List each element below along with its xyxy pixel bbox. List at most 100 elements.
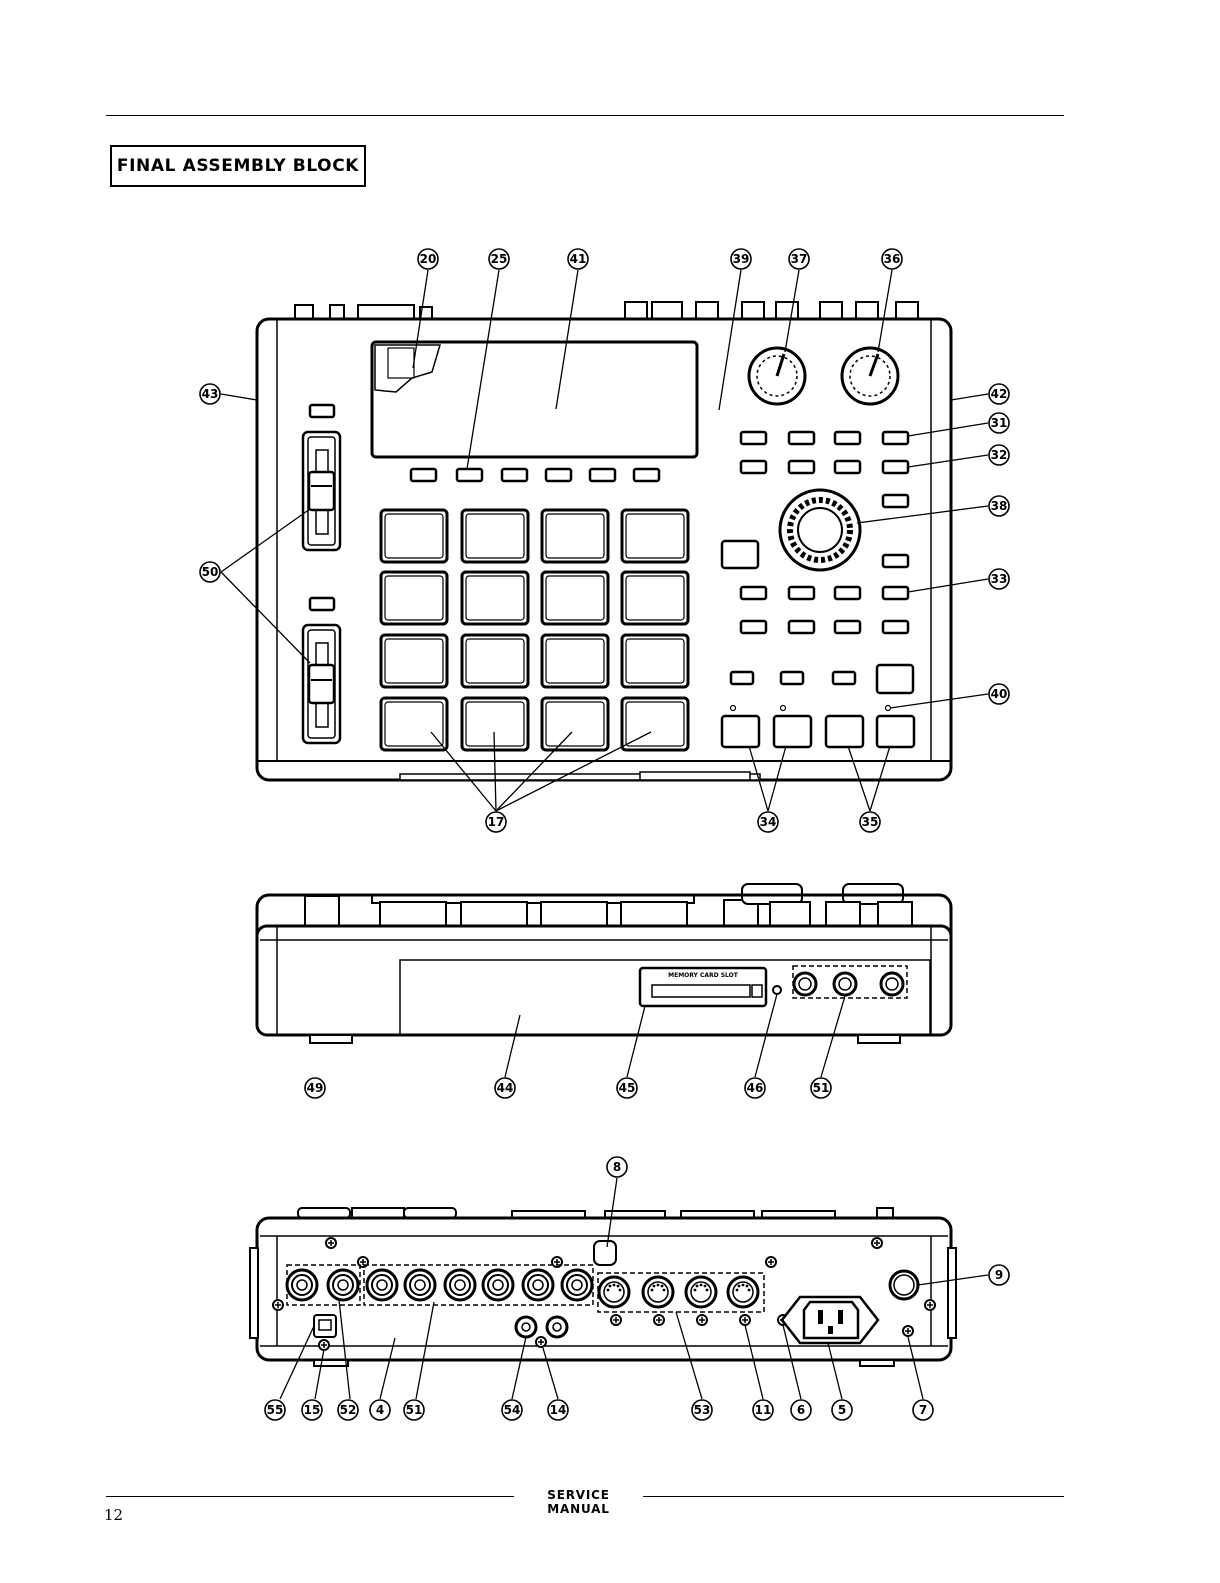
callout-number: 17 — [488, 815, 505, 829]
callout-number: 44 — [497, 1081, 514, 1095]
jack — [328, 1270, 358, 1300]
pad — [381, 510, 447, 562]
callout: 41 — [568, 249, 588, 269]
callout-number: 37 — [791, 252, 808, 266]
callout-number: 4 — [376, 1403, 384, 1417]
callout-number: 40 — [991, 687, 1008, 701]
small-button — [741, 587, 766, 599]
small-button — [835, 461, 860, 473]
callout: 32 — [989, 445, 1009, 465]
callout: 40 — [989, 684, 1009, 704]
callout: 36 — [882, 249, 902, 269]
callout-number: 25 — [491, 252, 508, 266]
callout: 51 — [811, 1078, 831, 1098]
pad — [622, 510, 688, 562]
screw — [326, 1238, 336, 1248]
callout: 55 — [265, 1400, 285, 1420]
callout: 39 — [731, 249, 751, 269]
small-button — [883, 587, 908, 599]
screw — [740, 1315, 750, 1325]
small-button — [883, 495, 908, 507]
pad — [462, 635, 528, 687]
callout-number: 55 — [267, 1403, 284, 1417]
pad — [622, 572, 688, 624]
pad — [381, 572, 447, 624]
callout: 44 — [495, 1078, 515, 1098]
pad — [462, 510, 528, 562]
small-button — [789, 432, 814, 444]
small-button — [835, 432, 860, 444]
leader-line — [221, 394, 257, 400]
callout-number: 5 — [838, 1403, 846, 1417]
callout-number: 45 — [619, 1081, 636, 1095]
jack — [562, 1270, 592, 1300]
callout-number: 11 — [755, 1403, 772, 1417]
callout-number: 15 — [304, 1403, 321, 1417]
small-button — [741, 461, 766, 473]
callout: 50 — [200, 562, 220, 582]
callout: 54 — [502, 1400, 522, 1420]
pad — [542, 635, 608, 687]
pad — [462, 572, 528, 624]
small-button — [741, 432, 766, 444]
jack — [287, 1270, 317, 1300]
callout-number: 39 — [733, 252, 750, 266]
knob-36 — [842, 348, 898, 404]
callout: 6 — [791, 1400, 811, 1420]
midi-port — [643, 1277, 673, 1307]
callout-number: 51 — [813, 1081, 830, 1095]
callout-number: 8 — [613, 1160, 621, 1174]
callout: 35 — [860, 812, 880, 832]
leader-line — [951, 394, 988, 400]
callout: 25 — [489, 249, 509, 269]
callout: 33 — [989, 569, 1009, 589]
callout: 49 — [305, 1078, 325, 1098]
jack — [367, 1270, 397, 1300]
screw — [766, 1257, 776, 1267]
screw — [697, 1315, 707, 1325]
callout: 11 — [753, 1400, 773, 1420]
midi-port — [686, 1277, 716, 1307]
callout-number: 46 — [747, 1081, 764, 1095]
small-button — [789, 621, 814, 633]
pad — [381, 635, 447, 687]
small-button — [883, 461, 908, 473]
small-button — [789, 587, 814, 599]
small-button — [883, 621, 908, 633]
memory-card-slot: MEMORY CARD SLOT — [640, 968, 766, 1006]
top-view — [257, 302, 951, 780]
callout: 43 — [200, 384, 220, 404]
footer-rule-right — [643, 1496, 1064, 1497]
data-wheel — [780, 490, 860, 570]
jack — [483, 1270, 513, 1300]
small-button — [833, 672, 855, 684]
rear-view — [250, 1208, 956, 1366]
callout-number: 7 — [919, 1403, 927, 1417]
callout-number: 31 — [991, 416, 1008, 430]
callout: 4 — [370, 1400, 390, 1420]
screw — [872, 1238, 882, 1248]
callout: 7 — [913, 1400, 933, 1420]
small-button — [781, 672, 803, 684]
callout-number: 54 — [504, 1403, 521, 1417]
callout-number: 51 — [406, 1403, 423, 1417]
callout: 5 — [832, 1400, 852, 1420]
callout: 8 — [607, 1157, 627, 1177]
pad — [542, 510, 608, 562]
callout-number: 14 — [550, 1403, 567, 1417]
callout-number: 42 — [991, 387, 1008, 401]
callout: 46 — [745, 1078, 765, 1098]
pad — [542, 572, 608, 624]
callout-number: 32 — [991, 448, 1008, 462]
callout-number: 41 — [570, 252, 587, 266]
callout: 9 — [989, 1265, 1009, 1285]
front-view: MEMORY CARD SLOT — [257, 884, 951, 1043]
pad — [462, 698, 528, 750]
small-button — [883, 555, 908, 567]
small-button — [835, 587, 860, 599]
pad — [381, 698, 447, 750]
callout: 20 — [418, 249, 438, 269]
callout: 37 — [789, 249, 809, 269]
callout-number: 53 — [694, 1403, 711, 1417]
callout: 31 — [989, 413, 1009, 433]
